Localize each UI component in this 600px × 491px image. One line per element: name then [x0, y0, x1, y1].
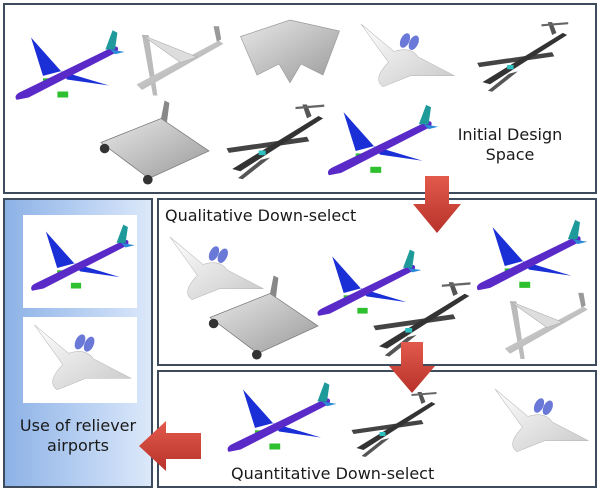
result-label-2: airports [47, 436, 109, 455]
initial-design-label-2: Space [485, 145, 535, 164]
flying-wing-icon [235, 13, 345, 93]
blended-wing-body-icon [350, 17, 460, 97]
truss-braced-wing-icon [120, 20, 230, 105]
result-label: Use of reliever [19, 416, 137, 435]
blended-wing-body-icon [484, 382, 594, 462]
down-arrow-icon [389, 342, 435, 393]
qualitative-label: Qualitative Down-select [165, 206, 357, 225]
selected-bwb-thumb [23, 317, 137, 403]
truss-braced-wing-icon [489, 290, 594, 365]
quantitative-downselect-panel: Quantitative Down-select [157, 370, 597, 488]
business-jet-icon [334, 390, 449, 460]
initial-design-space-panel: Initial Design Space [3, 3, 597, 194]
tube-wing-airliner-icon [7, 25, 127, 110]
blended-wing-body-icon [23, 317, 137, 401]
initial-design-label: Initial Design [457, 125, 563, 144]
tube-wing-airliner-icon [464, 215, 594, 300]
hybrid-wing-body-icon [204, 275, 324, 360]
business-jet-icon [465, 20, 575, 95]
hybrid-wing-body-icon [95, 100, 215, 185]
selected-airliner-thumb [23, 215, 137, 308]
qualitative-downselect-panel: Qualitative Down-select [157, 198, 597, 366]
twin-boom-jet-icon [215, 95, 330, 190]
left-arrow-icon [139, 421, 201, 471]
tube-wing-airliner-icon [315, 100, 445, 185]
result-panel: Use of reliever airports [3, 198, 153, 488]
tube-wing-airliner-icon [23, 215, 137, 305]
quantitative-label: Quantitative Down-select [231, 464, 435, 483]
tube-wing-airliner-icon [219, 377, 339, 462]
down-arrow-icon [413, 176, 461, 233]
